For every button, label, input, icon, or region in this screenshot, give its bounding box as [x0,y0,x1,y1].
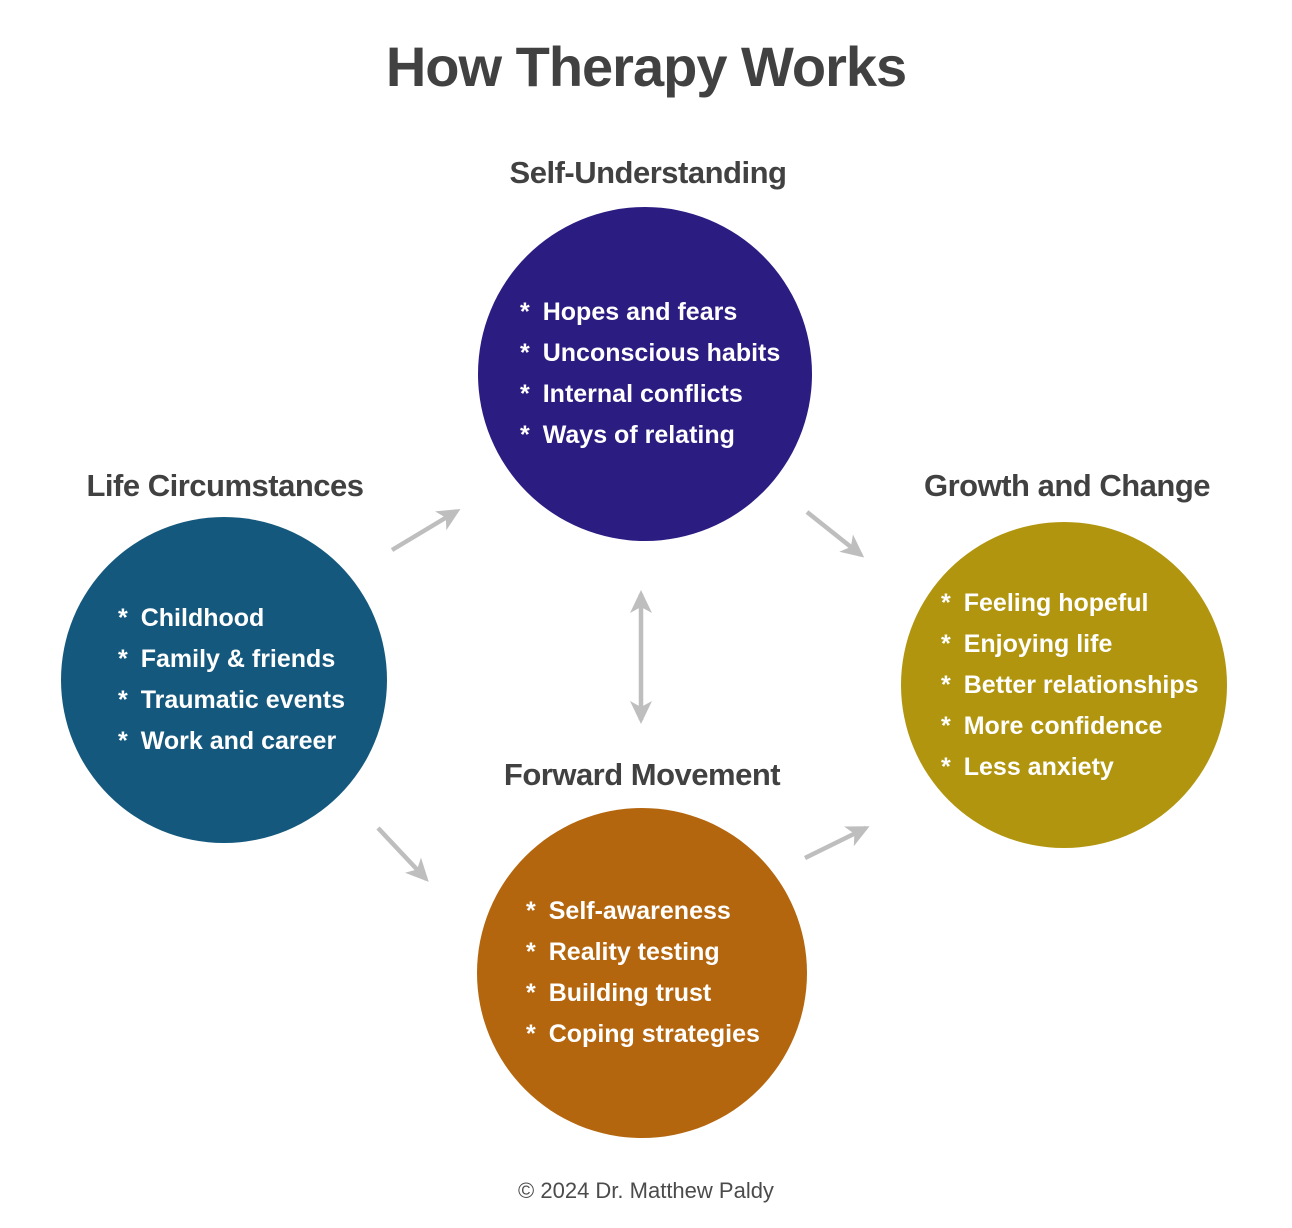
node-label-growth-and-change: Growth and Change [924,468,1211,503]
bullet-list: * Hopes and fears * Unconscious habits * In… [520,292,812,456]
asterisk-bullet-icon: * [520,298,530,326]
list-item-text: Family & friends [140,645,336,673]
asterisk-bullet-icon: * [941,711,951,740]
list-item: * Ways of relating [520,415,812,456]
list-item-text: Hopes and fears [542,298,738,326]
list-item: * More confidence [941,706,1227,747]
list-item-text: Reality testing [548,938,720,966]
list-item: * Reality testing [526,932,807,973]
list-item-text: Internal conflicts [542,380,743,408]
asterisk-bullet-icon: * [520,380,530,408]
node-label-forward-movement: Forward Movement [503,757,781,792]
asterisk-bullet-icon: * [118,604,128,632]
asterisk-bullet-icon: * [941,588,951,617]
list-item-text: Enjoying life [963,629,1113,658]
list-item: * Coping strategies [526,1014,807,1055]
list-item-text: Self-awareness [548,897,731,925]
list-item: * Childhood [118,598,387,639]
list-item: * Traumatic events [118,680,387,721]
list-item: * Feeling hopeful [941,583,1227,624]
asterisk-bullet-icon: * [526,979,536,1007]
node-label-self-understanding: Self-Understanding [509,155,787,190]
asterisk-bullet-icon: * [526,1020,536,1048]
arrow-life-to-self [390,508,461,552]
bullet-list: * Childhood * Family & friends * Traumatic … [118,598,387,762]
copyright-text: © 2024 Dr. Matthew Paldy [518,1178,774,1203]
asterisk-bullet-icon: * [118,727,128,755]
list-item-text: Childhood [140,604,265,632]
list-item: * Hopes and fears [520,292,812,333]
list-item-text: Coping strategies [548,1020,760,1048]
list-item-text: Building trust [548,979,712,1007]
list-item: * Family & friends [118,639,387,680]
bullet-list: * Feeling hopeful * Enjoying life * Better … [941,583,1227,788]
node-circle-life-circumstances: * Childhood * Family & friends * Traumatic … [61,517,387,843]
list-item: * Unconscious habits [520,333,812,374]
asterisk-bullet-icon: * [118,686,128,714]
asterisk-bullet-icon: * [526,938,536,966]
list-item-text: Traumatic events [140,686,345,714]
list-item-text: Ways of relating [542,421,735,449]
node-circle-forward-movement: * Self-awareness * Reality testing * Buildi… [477,808,807,1138]
list-item: * Internal conflicts [520,374,812,415]
arrow-life-to-forward [376,826,429,882]
arrow-forward-to-growth [804,825,870,861]
list-item-text: Work and career [140,727,337,755]
list-item: * Better relationships [941,665,1227,706]
list-item: * Enjoying life [941,624,1227,665]
list-item-text: Unconscious habits [542,339,781,367]
bullet-list: * Self-awareness * Reality testing * Buildi… [526,891,807,1055]
diagram-title: How Therapy Works [385,35,907,98]
list-item: * Self-awareness [526,891,807,932]
node-circle-growth-and-change: * Feeling hopeful * Enjoying life * Better … [901,522,1227,848]
list-item-text: Feeling hopeful [963,588,1149,617]
list-item: * Less anxiety [941,747,1227,788]
list-item-text: More confidence [963,711,1163,740]
list-item: * Building trust [526,973,807,1014]
list-item: * Work and career [118,721,387,762]
list-item-text: Less anxiety [963,752,1114,781]
node-label-life-circumstances: Life Circumstances [86,468,365,503]
arrow-self-to-growth [805,510,865,558]
asterisk-bullet-icon: * [941,752,951,781]
node-circle-self-understanding: * Hopes and fears * Unconscious habits * In… [478,207,812,541]
asterisk-bullet-icon: * [520,421,530,449]
asterisk-bullet-icon: * [941,670,951,699]
asterisk-bullet-icon: * [520,339,530,367]
asterisk-bullet-icon: * [941,629,951,658]
list-item-text: Better relationships [963,670,1199,699]
asterisk-bullet-icon: * [526,897,536,925]
asterisk-bullet-icon: * [118,645,128,673]
